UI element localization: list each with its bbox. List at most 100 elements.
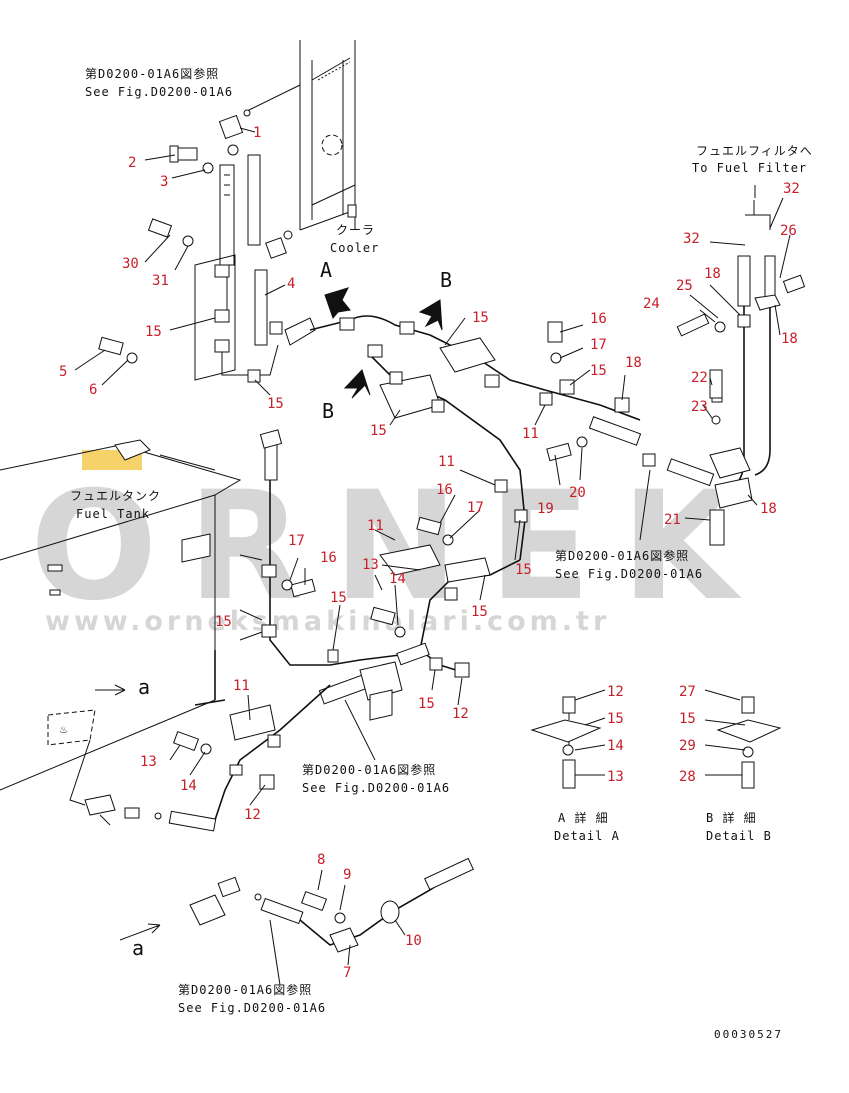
callout: 3 [160,174,168,190]
view-arrow-b-top [418,299,443,331]
callout: 13 [140,754,157,770]
callout: 30 [122,256,139,272]
reference-notes: 第D0200-01A6図参照 See Fig.D0200-01A6 クーラ Co… [70,66,813,1041]
cooler [243,40,357,231]
detail-b-jp: B 詳 細 [706,810,757,825]
tank-label-en: Fuel Tank [76,507,150,521]
detail-b [716,696,782,789]
callout: 12 [244,807,261,823]
callout: 15 [267,396,284,412]
svg-text:♨: ♨ [60,722,68,736]
watermark-brand: ORNEK [30,460,767,634]
callout: 27 [679,684,696,700]
callout: 14 [389,571,406,587]
callout: 6 [89,382,97,398]
ref-right-jp: 第D0200-01A6図参照 [555,548,689,563]
callout: 16 [436,482,453,498]
ref-a-label-bottom: a [132,936,144,960]
callout: 18 [625,355,642,371]
ref-bottom-en: See Fig.D0200-01A6 [178,1001,326,1015]
callout: 16 [590,311,607,327]
ref-bottom-jp: 第D0200-01A6図参照 [178,982,312,997]
callout: 18 [781,331,798,347]
callout: 24 [643,296,660,312]
cooler-label-jp: クーラ [336,223,375,237]
watermark: ORNEK www.orneksmakinalari.com.tr [30,450,767,637]
callout: 28 [679,769,696,785]
callout: 15 [515,562,532,578]
view-arrow-b-left [343,369,371,399]
ref-mid-jp: 第D0200-01A6図参照 [302,762,436,777]
callout: 15 [145,324,162,340]
tank-return-line [69,684,331,832]
callout-numbers: 1 2 3 30 31 4 15 5 6 15 15 15 16 17 15 1… [59,125,800,981]
view-a-label: A [320,258,332,282]
lower-hose-routing [239,429,528,721]
ref-a-label-top: a [138,675,150,699]
bottom-assembly [119,857,474,953]
callout: 20 [569,485,586,501]
callout: 14 [607,738,624,754]
callout: 11 [367,518,384,534]
fuel-tank: ♨ [0,439,242,791]
callout: 13 [362,557,379,573]
drawing-number: 00030527 [714,1028,783,1041]
ref-mid-en: See Fig.D0200-01A6 [302,781,450,795]
callout: 19 [537,501,554,517]
callout: 12 [452,706,469,722]
callout: 2 [128,155,136,171]
callout: 14 [180,778,197,794]
filter-label-en: To Fuel Filter [692,161,807,175]
leader-lines [74,127,791,986]
callout: 15 [472,310,489,326]
watermark-url: www.orneksmakinalari.com.tr [45,606,610,637]
callout: 18 [704,266,721,282]
callout: 32 [783,181,800,197]
callout: 7 [343,965,351,981]
callout: 10 [405,933,422,949]
callout: 11 [438,454,455,470]
cooler-label-en: Cooler [330,241,379,255]
top-left-pipe-assembly [98,114,316,383]
callout: 4 [287,276,295,292]
detail-a-en: Detail A [554,829,620,843]
detail-a-jp: A 詳 細 [558,810,609,825]
filter-label-jp: フュエルフィルタへ [696,144,813,158]
callout: 23 [691,399,708,415]
callout: 15 [370,423,387,439]
callout: 13 [607,769,624,785]
view-b-label-left: B [322,399,334,423]
callout: 15 [330,590,347,606]
callout: 25 [676,278,693,294]
filter-line-assembly [539,200,806,546]
callout: 26 [780,223,797,239]
callout: 5 [59,364,67,380]
center-hose-routing [309,287,546,561]
callout: 29 [679,738,696,754]
callout: 15 [215,614,232,630]
callout: 16 [320,550,337,566]
view-arrow-a [324,287,351,319]
callout: 15 [418,696,435,712]
callout: 21 [664,512,681,528]
callout: 8 [317,852,325,868]
callout: 12 [607,684,624,700]
callout: 18 [760,501,777,517]
callout: 17 [590,337,607,353]
callout: 17 [467,500,484,516]
callout: 9 [343,867,351,883]
tank-label-jp: フュエルタンク [70,489,161,503]
detail-a [530,696,602,789]
callout: 1 [253,125,261,141]
ref-top-en: See Fig.D0200-01A6 [85,85,233,99]
view-b-label-top: B [440,268,452,292]
callout: 11 [233,678,250,694]
callout: 15 [590,363,607,379]
ref-top-jp: 第D0200-01A6図参照 [85,66,219,81]
callout: 15 [607,711,624,727]
ref-right-en: See Fig.D0200-01A6 [555,567,703,581]
callout: 15 [679,711,696,727]
callout: 15 [471,604,488,620]
